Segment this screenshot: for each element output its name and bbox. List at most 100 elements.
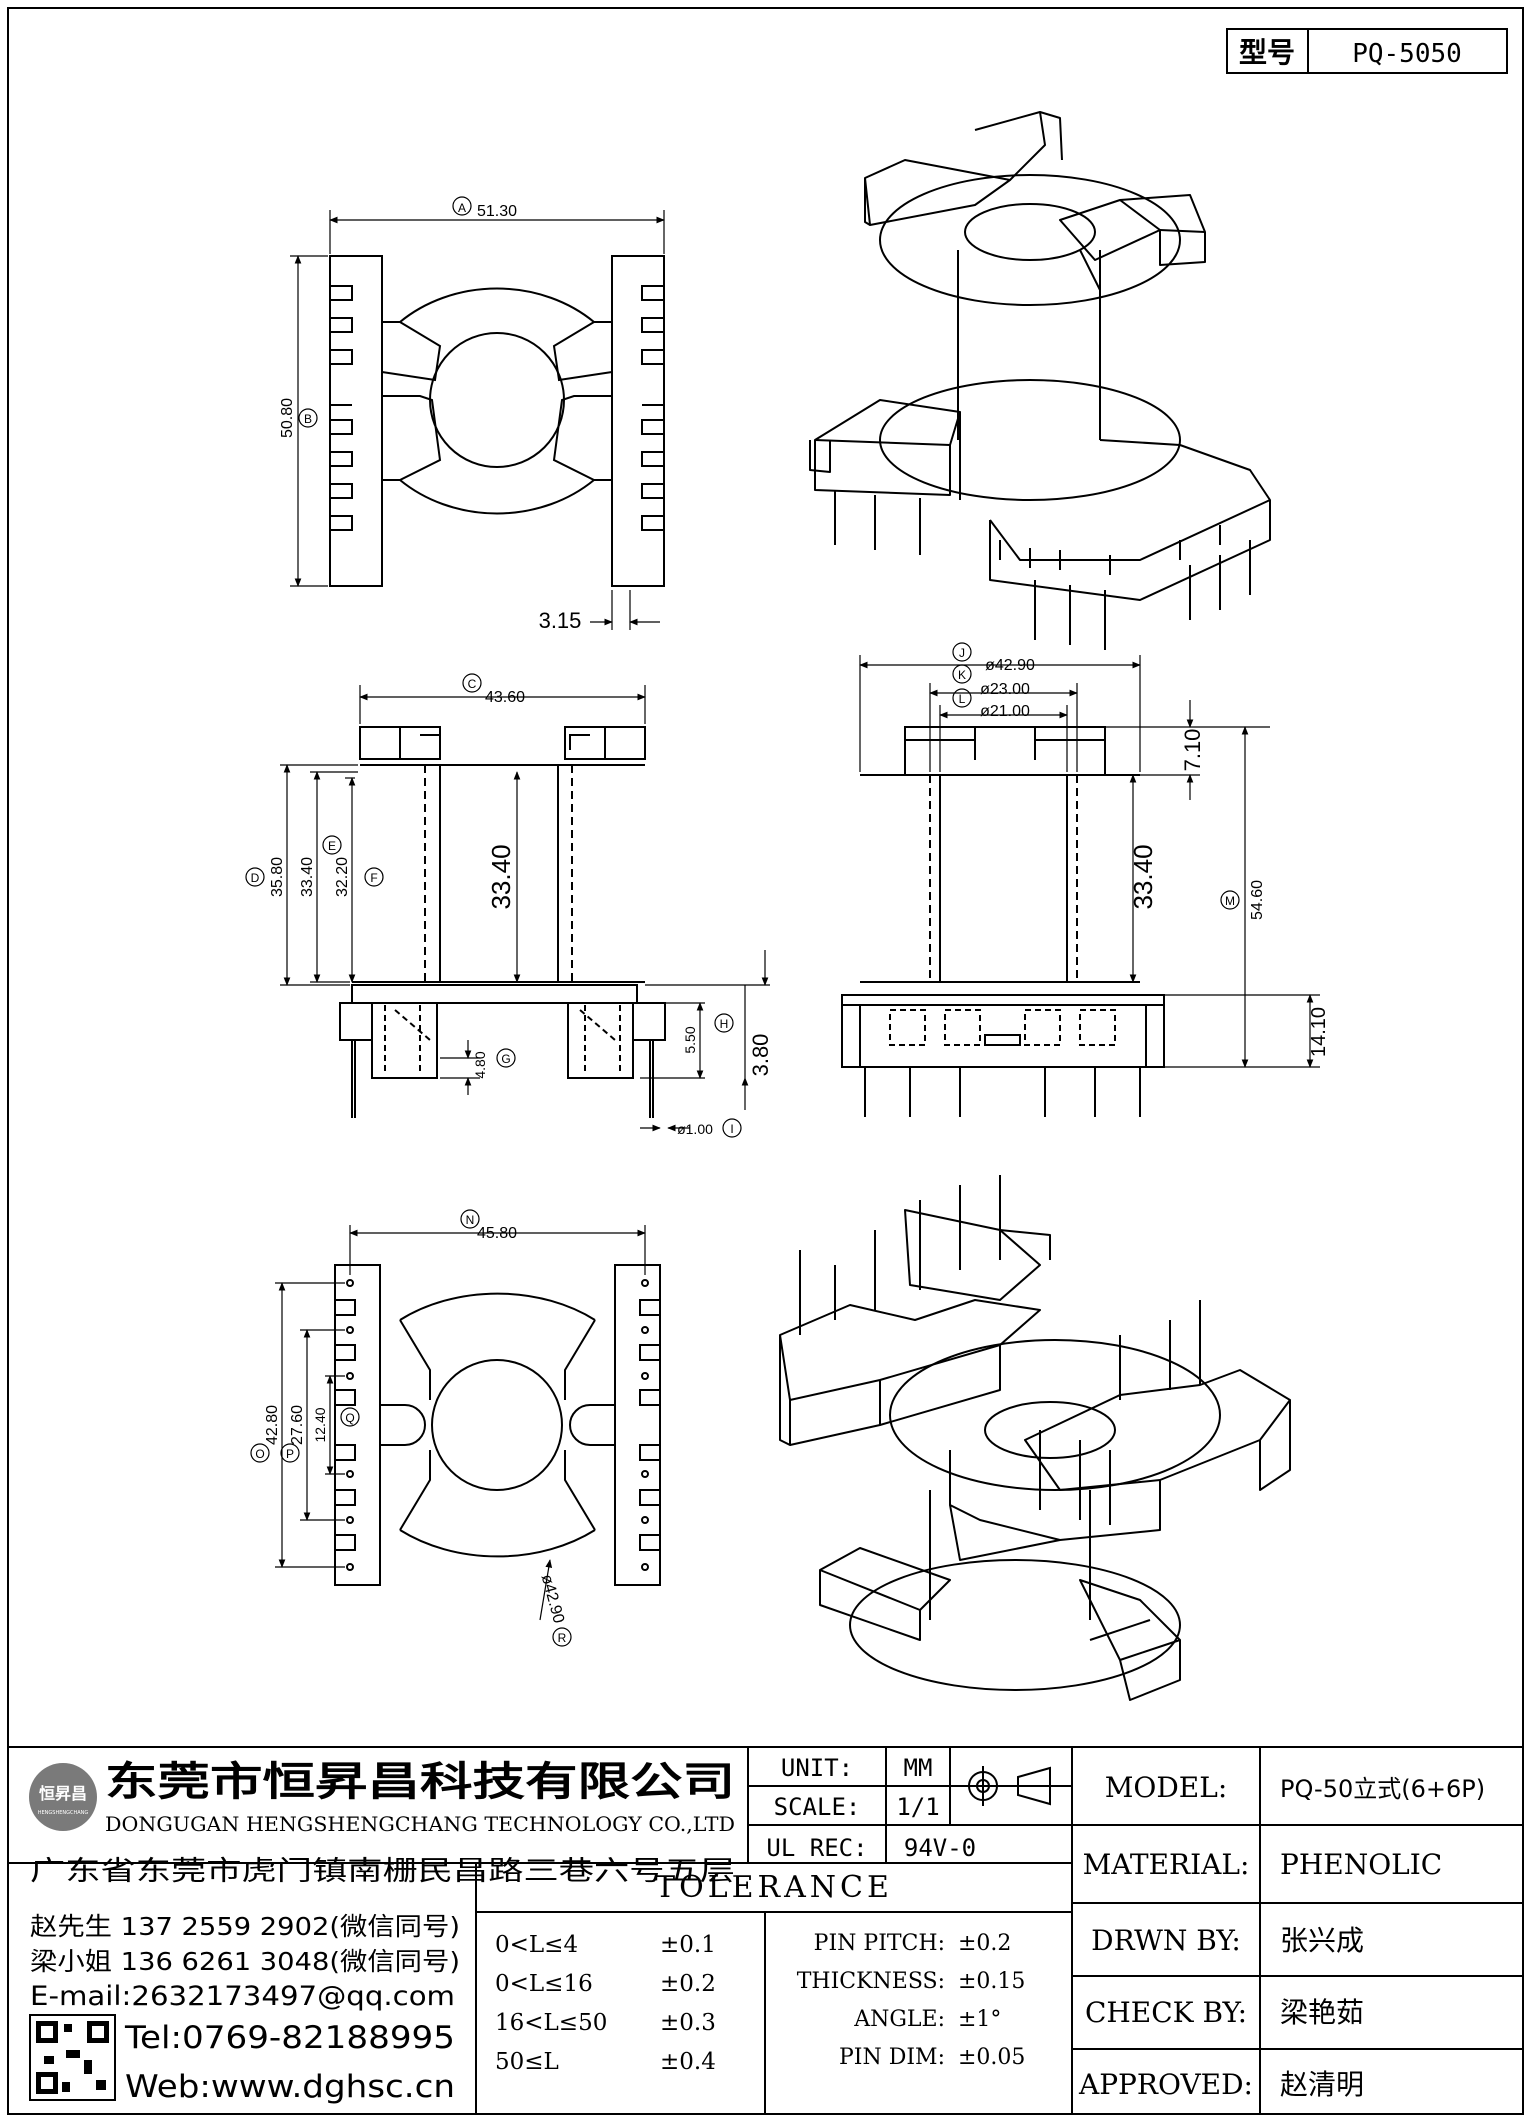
drwn-label: DRWN BY: [1091,1924,1241,1957]
tolerance-extra-value: ±1° [958,2007,1001,2032]
dim-r-value: ø42.90 [538,1573,567,1626]
dim-j-tag: J [959,646,965,660]
contact-1: 赵先生 137 2559 2902(微信同号) [30,1912,460,1941]
side-view [841,726,1165,1117]
approved-value: 赵清明 [1280,2068,1364,2101]
tolerance-range: 16<L≤50 [495,2010,607,2036]
dim-pin-value: 3.15 [539,608,582,633]
tolerance-extra-value: ±0.2 [958,1931,1011,1956]
logo-text: 恒昇昌 [39,1784,87,1803]
side-view-dims [859,642,1320,1068]
front-view [339,726,666,1118]
dim-i-value: ø1.00 [677,1121,713,1137]
tolerance-extra-value: ±0.05 [958,2045,1025,2070]
ulrec-value: 94V-0 [904,1834,976,1862]
dim-bottom-value: 3.80 [748,1034,773,1077]
bottom-view [334,1264,661,1586]
dim-bottom-side-value: 14.10 [1308,1007,1330,1057]
bottom-view-dim-text: N 45.80 O 42.80 P 27.60 Q 12.40 ø42.90 R [255,1213,567,1645]
iso-view-top [809,111,1271,650]
dim-top-value: 7.10 [1180,729,1205,772]
top-view [329,255,665,587]
dim-g-tag: G [501,1052,510,1066]
dim-o-value: 42.80 [264,1405,281,1445]
dim-d-tag: D [251,871,260,885]
company-address: 广东省东莞市虎门镇南栅民昌路三巷六号五层 [30,1856,735,1887]
model-value: PQ-50立式(6+6P) [1280,1775,1485,1803]
dim-l-tag: L [959,692,966,706]
tolerance-value: ±0.3 [660,2010,716,2036]
scale-label: SCALE: [774,1793,861,1821]
material-label: MATERIAL: [1083,1848,1250,1881]
iso-view-bottom [779,1175,1291,1701]
scale-value: 1/1 [896,1793,939,1821]
tolerance-extra-value: ±0.15 [958,1969,1025,1994]
dim-f-tag: F [370,871,377,885]
header-model-value: PQ-5050 [1352,39,1462,69]
dim-b-value: 50.80 [279,398,296,438]
unit-value: MM [904,1754,933,1782]
contact-2: 梁小姐 136 6261 3048(微信同号) [30,1947,460,1976]
dim-b-tag: B [304,412,312,426]
dim-l-value: ø21.00 [980,703,1030,720]
dim-d-value: 35.80 [269,857,286,897]
dim-h-value: 5.50 [682,1026,698,1053]
dim-p-value: 27.60 [289,1405,306,1445]
dim-center-side-value: 33.40 [1128,844,1158,909]
dim-r-tag: R [558,1631,567,1645]
dim-n-tag: N [466,1213,475,1227]
tolerance-rows: 0<L≤4 ±0.1 0<L≤16 ±0.2 16<L≤50 ±0.3 50≤L ±0.4 [495,1932,716,2075]
front-view-dim-text: C 43.60 D 35.80 E 33.40 F 32.20 33.40 G … [251,677,773,1137]
dim-k-tag: K [958,668,966,682]
dim-a-tag: A [458,201,466,215]
dim-g-value: 4.80 [472,1051,488,1078]
bottom-view-dims [250,1209,646,1647]
tolerance-value: ±0.1 [660,1932,716,1958]
dim-c-value: 43.60 [485,689,525,706]
dim-j-value: ø42.90 [985,657,1035,674]
dim-k-value: ø23.00 [980,681,1030,698]
tolerance-value: ±0.4 [660,2049,716,2075]
tolerance-range: 0<L≤16 [495,1971,593,1997]
dim-a-value: 51.30 [477,203,517,220]
approved-label: APPROVED: [1078,2068,1253,2101]
dim-o-tag: O [255,1447,264,1461]
dim-e-value: 33.40 [299,857,316,897]
header-model-box: 型号 PQ-5050 [1226,28,1508,74]
qr-code [29,2014,116,2101]
tolerance-extra-label: PIN PITCH: [814,1931,945,1956]
telephone: Tel:0769-82188995 [124,2020,455,2056]
top-view-dims [290,196,665,630]
side-view-dim-text: J ø42.90 K ø23.00 L ø21.00 7.10 33.40 M … [958,646,1330,1057]
dim-i-tag: I [730,1122,733,1136]
top-view-dim-text: A 51.30 B 50.80 3.15 [279,201,581,633]
company-name-en: DONGUGAN HENGSHENGCHANG TECHNOLOGY CO.,L… [105,1812,735,1836]
logo-subtext: HENGSHENGCHANG [38,1810,89,1816]
tolerance-range: 0<L≤4 [495,1932,578,1958]
drwn-value: 张兴成 [1280,1924,1364,1957]
unit-label: UNIT: [781,1754,853,1782]
check-label: CHECK BY: [1085,1996,1247,2029]
header-model-label: 型号 [1239,36,1295,69]
dim-e-tag: E [328,839,336,853]
dim-n-value: 45.80 [477,1225,517,1242]
company-logo: 恒昇昌 HENGSHENGCHANG [29,1763,97,1831]
dim-q-tag: Q [345,1411,354,1425]
dim-p-tag: P [286,1447,294,1461]
website: Web:www.dghsc.cn [125,2069,455,2105]
dim-m-value: 54.60 [1249,880,1266,920]
dim-m-tag: M [1225,894,1235,908]
tolerance-range: 50≤L [495,2049,559,2075]
tolerance-extra-label: THICKNESS: [797,1969,945,1994]
email: E-mail:2632173497@qq.com [30,1981,455,2012]
material-value: PHENOLIC [1280,1848,1442,1881]
tolerance-extra-label: PIN DIM: [839,2045,945,2070]
tolerance-extra-label: ANGLE: [853,2007,945,2032]
check-value: 梁艳茹 [1280,1996,1364,2029]
ulrec-label: UL REC: [766,1834,867,1862]
tolerance-value: ±0.2 [660,1971,716,1997]
dim-h-tag: H [720,1017,729,1031]
dim-c-tag: C [468,677,477,691]
